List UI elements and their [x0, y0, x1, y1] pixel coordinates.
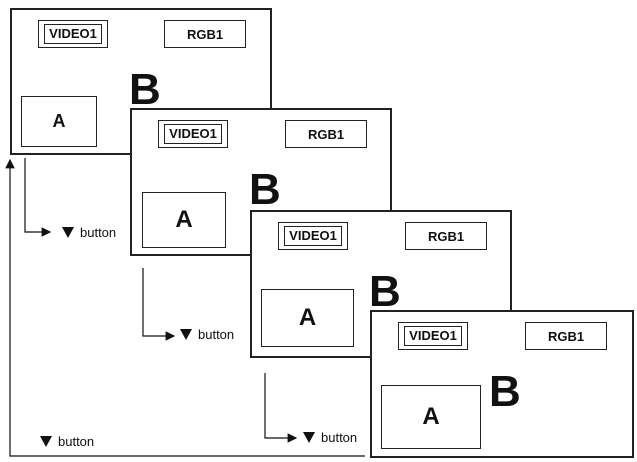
input-video1-selected: VIDEO1: [38, 20, 108, 48]
button-label: button: [198, 327, 235, 342]
sub-picture-window: A: [21, 96, 97, 147]
down-triangle-icon: [180, 329, 192, 340]
button-label: button: [58, 434, 95, 449]
step-label-return: button: [40, 434, 94, 449]
button-label: button: [321, 430, 358, 445]
sub-picture-window: A: [142, 192, 226, 248]
screen-4: VIDEO1 RGB1 B A: [370, 310, 634, 458]
input-rgb1: RGB1: [405, 222, 487, 250]
input-rgb1: RGB1: [525, 322, 607, 350]
step-label-3: button: [303, 430, 357, 445]
main-picture-label: B: [369, 267, 401, 316]
step-arrow-3: [264, 373, 298, 443]
input-video1-selected: VIDEO1: [398, 322, 468, 350]
main-picture-label: B: [489, 367, 521, 416]
step-label-2: button: [180, 327, 234, 342]
down-triangle-icon: [62, 227, 74, 238]
button-label: button: [80, 225, 117, 240]
input-label: VIDEO1: [44, 24, 102, 44]
step-arrow-2: [142, 268, 176, 341]
sub-picture-window: A: [261, 289, 354, 347]
main-picture-label: B: [249, 165, 281, 214]
input-video1-selected: VIDEO1: [158, 120, 228, 148]
input-label: VIDEO1: [404, 326, 462, 346]
input-label: VIDEO1: [284, 226, 342, 246]
down-triangle-icon: [40, 436, 52, 447]
input-rgb1: RGB1: [164, 20, 246, 48]
input-label: VIDEO1: [164, 124, 222, 144]
down-triangle-icon: [303, 432, 315, 443]
main-picture-label: B: [129, 65, 161, 114]
input-rgb1: RGB1: [285, 120, 367, 148]
step-label-1: button: [62, 225, 116, 240]
input-video1-selected: VIDEO1: [278, 222, 348, 250]
return-loop-arrow: [5, 158, 365, 457]
step-arrow-1: [24, 158, 52, 237]
sub-picture-window: A: [381, 385, 481, 449]
